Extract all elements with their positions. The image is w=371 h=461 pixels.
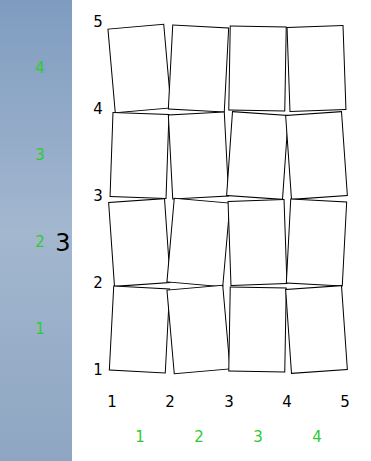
axis-number: 5 <box>93 14 103 31</box>
axis-number: 4 <box>282 394 292 411</box>
sky-background <box>0 0 72 461</box>
axis-number: 3 <box>224 394 234 411</box>
cell-number: 3 <box>35 147 45 164</box>
cell-number: 1 <box>135 429 145 446</box>
block <box>229 26 286 111</box>
block <box>109 286 169 373</box>
cell-number: 4 <box>35 60 45 77</box>
block <box>287 26 346 112</box>
block <box>168 25 228 112</box>
axis-number: 5 <box>340 394 350 411</box>
block <box>167 285 230 374</box>
block <box>108 24 171 113</box>
axis-number: 2 <box>165 394 175 411</box>
block <box>286 199 346 286</box>
block <box>227 112 289 200</box>
block <box>168 112 228 199</box>
cell-number: 2 <box>194 429 204 446</box>
block <box>286 112 348 200</box>
axis-number: 2 <box>93 275 103 292</box>
block <box>228 200 287 286</box>
block <box>110 113 169 199</box>
axis-number: 4 <box>93 101 103 118</box>
cell-number: 4 <box>312 429 322 446</box>
block-cells <box>108 24 347 374</box>
axis-number: 1 <box>107 394 117 411</box>
block <box>286 286 348 374</box>
cell-number: 2 <box>35 234 45 251</box>
block <box>229 287 286 372</box>
block <box>167 198 230 287</box>
cell-number: 3 <box>253 429 263 446</box>
fragment-text: 3 <box>55 230 70 256</box>
axis-number: 1 <box>93 362 103 379</box>
axis-number: 3 <box>93 188 103 205</box>
block <box>109 199 171 287</box>
cell-number: 1 <box>35 321 45 338</box>
